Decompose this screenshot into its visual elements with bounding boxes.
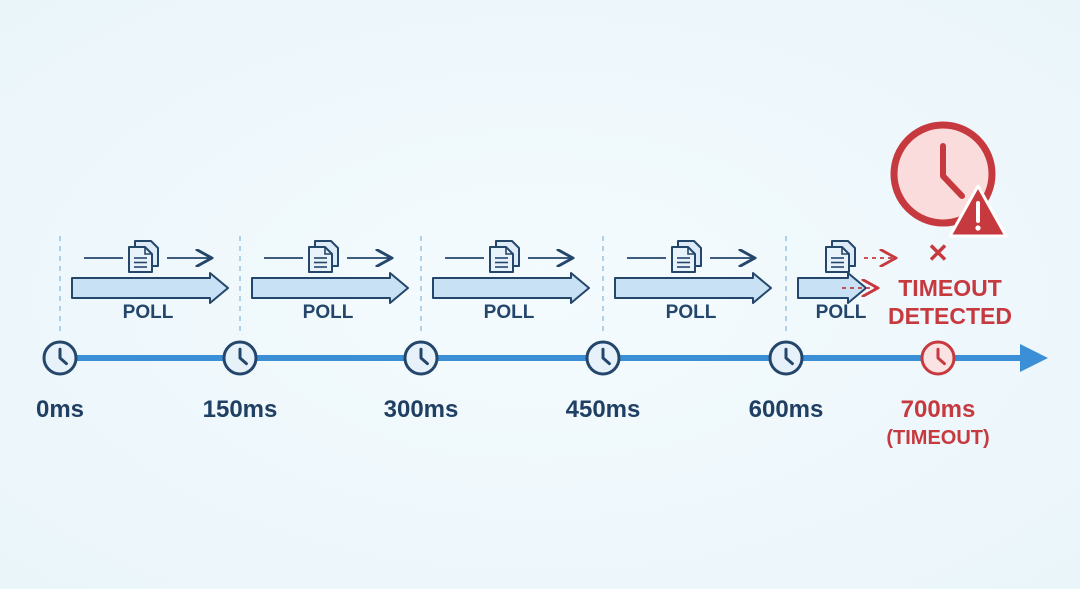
- poll-arrow: [432, 272, 590, 304]
- warning-triangle-icon: [948, 184, 1008, 238]
- clock-icon: [222, 340, 258, 376]
- poll-arrow-partial: [797, 272, 867, 304]
- timeout-clock-icon: [920, 340, 956, 376]
- poll-group: POLL: [251, 240, 409, 323]
- clock-icon: [42, 340, 78, 376]
- timeout-status-line2: DETECTED: [888, 303, 1012, 329]
- poll-groups: POLL POLL POLL POLL POLL: [71, 240, 894, 323]
- poll-label: POLL: [303, 302, 354, 323]
- clock-icon: [768, 340, 804, 376]
- timeout-sublabel: (TIMEOUT): [886, 427, 989, 449]
- time-axis: [57, 344, 1048, 372]
- document-icon: [825, 240, 856, 273]
- poll-group: POLL: [432, 240, 590, 323]
- checkpoint-time-label: 600ms: [749, 396, 824, 423]
- document-icon: [671, 240, 702, 273]
- document-icon: [308, 240, 339, 273]
- poll-group: POLL: [614, 240, 772, 323]
- poll-arrow: [251, 272, 409, 304]
- timeout-time-label: 700ms: [901, 396, 976, 423]
- checkpoint-time-label: 300ms: [384, 396, 459, 423]
- checkpoint-nodes: 0ms 150ms 300ms 450ms 600ms: [36, 340, 824, 423]
- checkpoint-time-label: 450ms: [566, 396, 641, 423]
- poll-arrow: [71, 272, 229, 304]
- alarm-clock-icon: [890, 121, 996, 227]
- checkpoint-time-label: 150ms: [203, 396, 278, 423]
- poll-group: POLL: [71, 240, 229, 323]
- poll-label: POLL: [816, 302, 867, 323]
- document-icon: [489, 240, 520, 273]
- timeout-status-line1: TIMEOUT: [898, 275, 1002, 301]
- poll-label: POLL: [484, 302, 535, 323]
- document-icon: [128, 240, 159, 273]
- clock-icon: [585, 340, 621, 376]
- poll-label: POLL: [123, 302, 174, 323]
- interval-dividers: [59, 236, 787, 332]
- poll-group: POLL: [797, 240, 894, 323]
- poll-label: POLL: [666, 302, 717, 323]
- time-axis-arrowhead: [1020, 344, 1048, 372]
- poll-arrow: [614, 272, 772, 304]
- checkpoint-time-label: 0ms: [36, 396, 84, 423]
- cross-icon: ✕: [927, 238, 949, 268]
- clock-icon: [403, 340, 439, 376]
